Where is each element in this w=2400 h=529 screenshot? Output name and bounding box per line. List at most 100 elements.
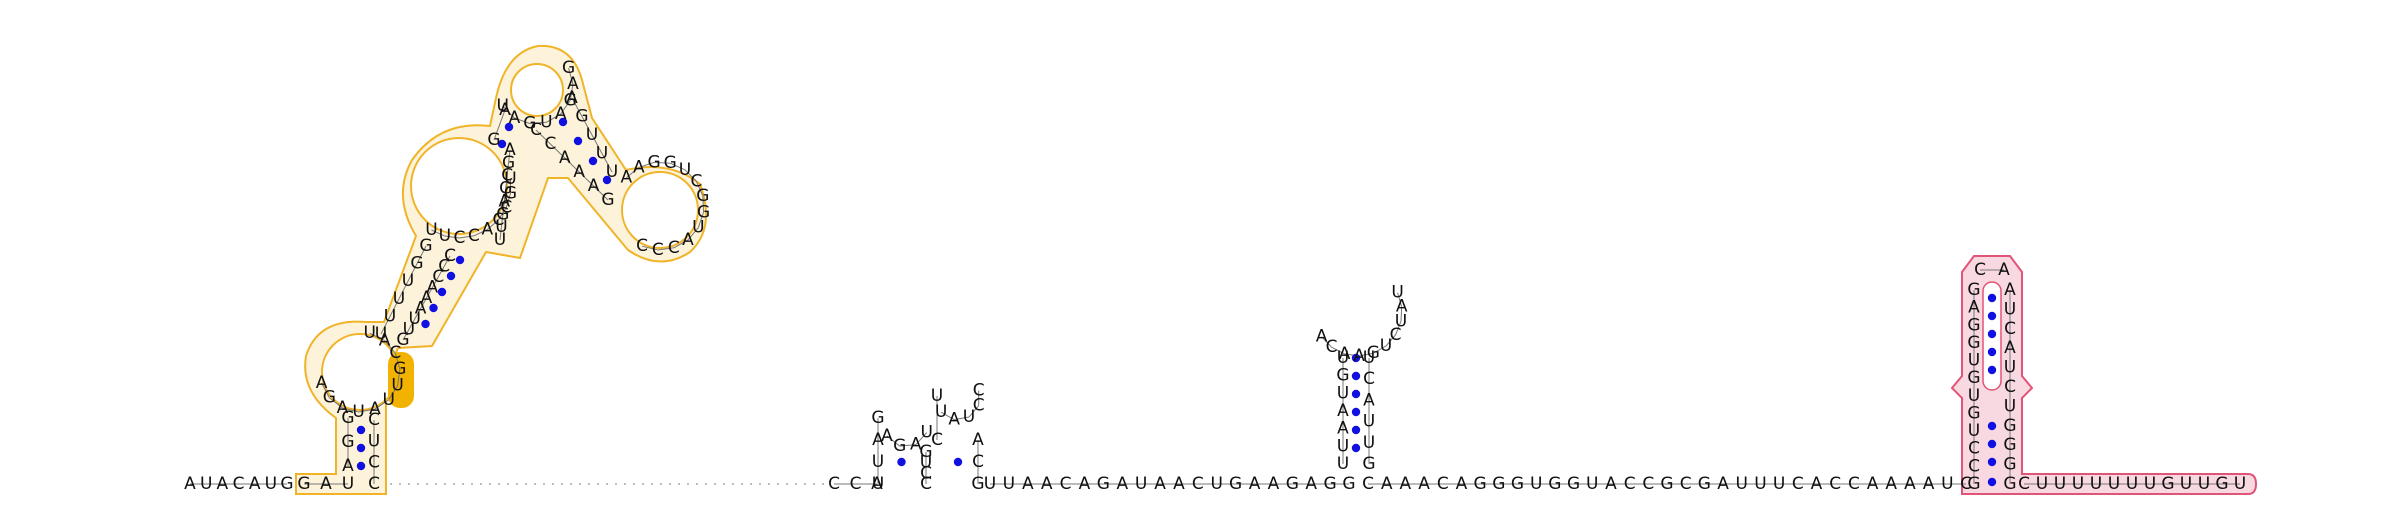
nucleotide: A	[1079, 474, 1091, 494]
nucleotide: U	[2126, 474, 2138, 494]
nucleotide: U	[2072, 474, 2084, 494]
backbone-link	[940, 411, 955, 421]
backbone-link	[899, 444, 916, 447]
base-pair-dot	[455, 255, 465, 265]
base-pair-dot	[573, 136, 583, 146]
backbone-link	[569, 84, 574, 101]
backbone-link	[1331, 346, 1345, 355]
nucleotide: A	[1400, 474, 1412, 494]
nucleotide: A	[1867, 474, 1879, 494]
backbone-link	[625, 167, 640, 179]
nucleotide: A	[555, 104, 567, 124]
backbone-link	[486, 219, 499, 230]
nucleotide: U	[1754, 474, 1766, 494]
nucleotide: A	[320, 474, 332, 494]
backbone-link	[1397, 292, 1403, 307]
base-pair-dot	[356, 461, 366, 471]
nucleotide: G	[2003, 474, 2016, 494]
nucleotide: U	[2054, 474, 2066, 494]
nucleotide: A	[337, 398, 349, 418]
nucleotide: U	[2198, 474, 2210, 494]
backbone-link	[529, 121, 547, 125]
nucleotide: C	[1192, 474, 1204, 494]
backbone-link	[505, 193, 511, 208]
nucleotide: U	[2108, 474, 2120, 494]
nucleotide: U	[375, 324, 387, 344]
backbone-layer	[190, 68, 2240, 485]
nucleotide: A	[1116, 474, 1128, 494]
backbone-link	[408, 318, 416, 330]
nucleotide: U	[872, 452, 884, 472]
nucleotide: C	[636, 236, 648, 256]
nucleotide: C	[1829, 474, 1841, 494]
nucleotide: A	[369, 399, 381, 419]
backbone-link	[369, 332, 385, 341]
backbone-link	[886, 435, 901, 447]
nucleotide: G	[1967, 474, 1980, 494]
nucleotide: U	[692, 218, 704, 238]
nucleotide: C	[368, 453, 380, 473]
nucleotide: A	[1339, 344, 1351, 364]
backbone-link	[1373, 345, 1387, 354]
nucleotide: U	[1363, 412, 1375, 432]
nucleotide: U	[2036, 474, 2048, 494]
nucleotide: A	[2004, 280, 2016, 300]
nucleotide: U	[1736, 474, 1748, 494]
nucleotide: U	[1968, 421, 1980, 441]
nucleotide: A	[1381, 474, 1393, 494]
nucleotide: G	[601, 190, 614, 210]
nucleotide: A	[1811, 474, 1823, 494]
nucleotide: C	[1437, 474, 1449, 494]
riboswitch-highlight	[388, 352, 414, 408]
nucleotide: A	[316, 373, 328, 393]
nucleotide: A	[1268, 474, 1280, 494]
nucleotide: G	[280, 474, 293, 494]
nucleotide: A	[588, 176, 600, 196]
nucleotide: U	[352, 402, 364, 422]
base-pair-dot	[1987, 421, 1997, 431]
nucleotide: G	[523, 114, 536, 134]
nucleotide: G	[1367, 343, 1380, 363]
base-pair-dot	[437, 287, 447, 297]
nucleotide: C	[972, 452, 984, 472]
backbone-link	[389, 298, 400, 317]
nucleotide: U	[2180, 474, 2192, 494]
backbone-link	[473, 229, 488, 237]
nucleotide: A	[1904, 474, 1916, 494]
nucleotide: U	[497, 96, 509, 116]
nucleotide: U	[920, 423, 932, 443]
nucleotide: C	[389, 343, 401, 363]
nucleotide: A	[1998, 260, 2010, 280]
nucleotide: G	[1967, 368, 1980, 388]
nucleotide: U	[920, 453, 932, 473]
backbone-link	[697, 212, 705, 228]
backbone-link	[380, 316, 391, 335]
backbone-link	[514, 117, 531, 125]
nucleotide: C	[2004, 319, 2016, 339]
nucleotide: G	[1492, 474, 1505, 494]
nucleotide: G	[1097, 474, 1110, 494]
nucleotide: C	[828, 474, 840, 494]
backbone-link	[503, 188, 507, 202]
backbone-link	[416, 245, 427, 264]
nucleotide: A	[566, 88, 578, 108]
base-pair-dot	[1351, 353, 1361, 363]
backbone-link	[702, 196, 705, 213]
nucleotide: U	[265, 474, 277, 494]
nucleotide: A	[1363, 390, 1375, 410]
backbone-link	[968, 405, 980, 418]
nucleotide: C	[931, 430, 943, 450]
nucleotide: U	[1773, 474, 1785, 494]
base-pair-dot	[1987, 293, 1997, 303]
nucleotide: G	[1286, 474, 1299, 494]
nucleotide: C	[1968, 439, 1980, 459]
nucleotide: G	[664, 153, 677, 173]
nucleotide: U	[1363, 348, 1375, 368]
backbone-link	[443, 255, 451, 267]
riboswitch-domain-shape	[295, 44, 707, 495]
nucleotide: G	[1474, 474, 1487, 494]
nucleotide: C	[1060, 474, 1072, 494]
nucleotide: U	[2234, 474, 2246, 494]
nucleotide: U	[384, 306, 396, 326]
nucleotide: U	[1380, 336, 1392, 356]
